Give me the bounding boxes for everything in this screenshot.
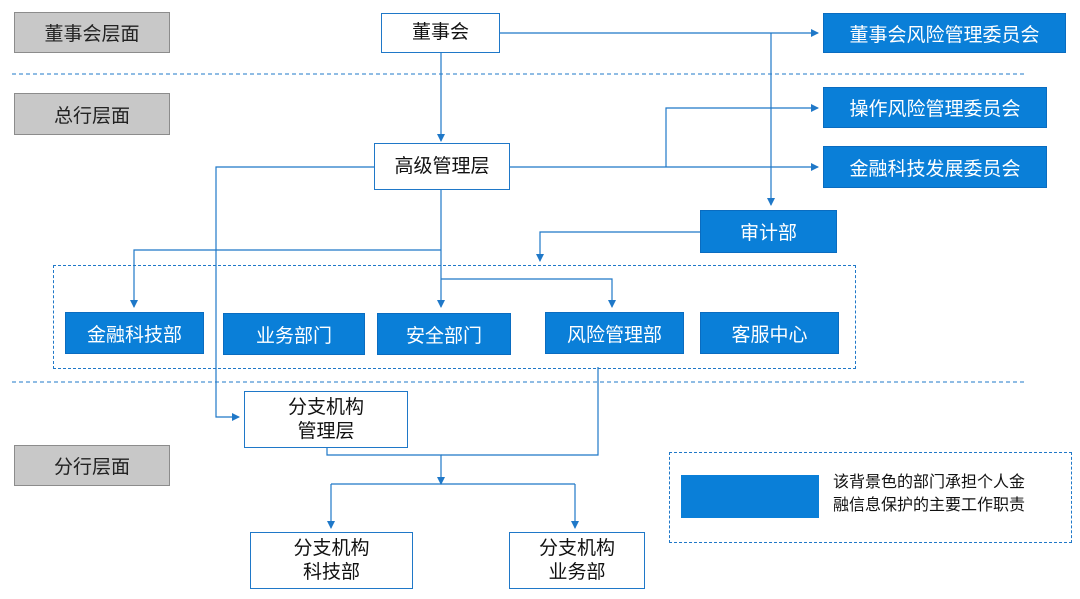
- node-risk-mgmt-dept: 风险管理部: [545, 312, 684, 354]
- node-business-dept: 业务部门: [223, 313, 365, 355]
- edge-senior-to-branch: [215, 166, 374, 421]
- edge-senior-to-fintech-dept: [130, 249, 441, 308]
- node-audit: 审计部: [700, 210, 837, 253]
- departments-frame: [53, 265, 856, 369]
- layer-label-branch: 分行层面: [14, 445, 170, 486]
- branch-business-line1: 分支机构: [538, 536, 615, 559]
- legend-text-line1: 该背景色的部门承担个人金: [833, 472, 1026, 491]
- node-branch-tech: 分支机构 科技部: [250, 532, 413, 589]
- edge-audit-to-depts: [536, 231, 700, 262]
- node-branch-management: 分支机构 管理层: [244, 391, 408, 448]
- layer-label-head-office: 总行层面: [14, 93, 170, 135]
- node-customer-service: 客服中心: [700, 312, 839, 354]
- node-security-dept: 安全部门: [377, 313, 511, 355]
- edge-branch-mgmt-down: [326, 448, 445, 485]
- node-board: 董事会: [381, 13, 500, 53]
- legend-color-swatch: [681, 475, 819, 518]
- legend-text-line2: 融信息保护的主要工作职责: [833, 495, 1026, 515]
- edge-depts-to-branch: [441, 367, 599, 456]
- edge-senior-to-risk-dept: [441, 278, 616, 308]
- node-senior-management: 高级管理层: [374, 143, 510, 190]
- node-fintech-dept: 金融科技部: [65, 312, 204, 354]
- node-op-risk-committee: 操作风险管理委员会: [823, 87, 1047, 128]
- node-fintech-committee: 金融科技发展委员会: [823, 146, 1047, 188]
- layer-label-board: 董事会层面: [14, 12, 170, 53]
- branch-management-line1: 分支机构: [287, 395, 364, 418]
- branch-tech-line1: 分支机构: [293, 536, 370, 559]
- branch-management-line2: 管理层: [297, 419, 355, 442]
- branch-business-line2: 业务部: [548, 560, 606, 583]
- legend-text: 该背景色的部门承担个人金 融信息保护的主要工作职责: [833, 470, 1065, 516]
- node-branch-business: 分支机构 业务部: [509, 532, 645, 589]
- edge-senior-to-op-committee: [665, 104, 819, 167]
- legend-frame: [669, 452, 1072, 543]
- branch-tech-line2: 科技部: [302, 560, 360, 583]
- node-board-risk-committee: 董事会风险管理委员会: [823, 13, 1066, 53]
